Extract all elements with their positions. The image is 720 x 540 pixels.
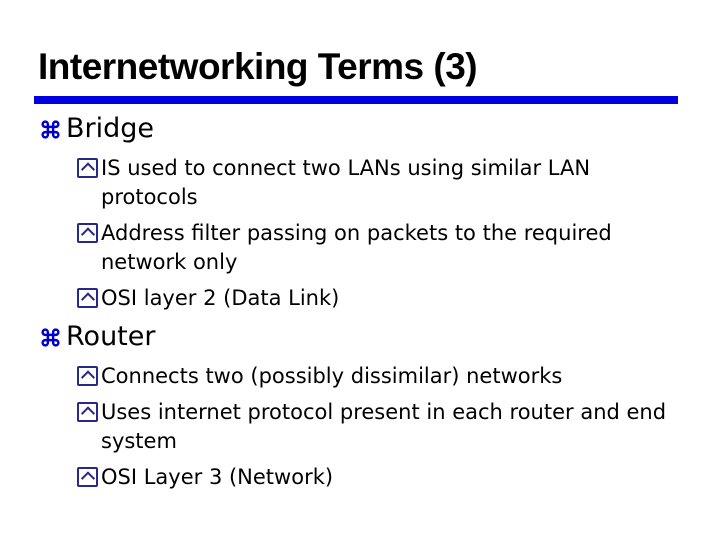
list-item: Connects two (possibly dissimilar) netwo… [0,362,720,391]
list-item-text: Address filter passing on packets to the… [101,221,612,274]
list-item: OSI layer 2 (Data Link) [0,284,720,313]
chevron-up-glyph [80,227,95,242]
section-heading-label: Bridge [66,113,155,144]
box-chevron-up-icon [77,467,98,487]
slide-title: Internetworking Terms (3) [38,46,478,87]
box-chevron-up-icon [77,223,98,243]
list-item-text: IS used to connect two LANs using simila… [101,156,591,209]
box-chevron-up-icon [77,366,98,386]
chevron-up-glyph [80,292,95,307]
list-item-text: OSI Layer 3 (Network) [101,465,334,489]
list-item: OSI Layer 3 (Network) [0,463,720,492]
title-underline-rule [34,96,678,104]
list-item: Uses internet protocol present in each r… [0,398,720,456]
command-bullet-icon [41,119,60,139]
list-item-text: Connects two (possibly dissimilar) netwo… [101,364,563,388]
bullet-heading: Router [0,320,720,354]
list-item-text: Uses internet protocol present in each r… [101,400,667,453]
bullet-heading: Bridge [0,112,720,146]
chevron-up-glyph [80,370,95,385]
box-chevron-up-icon [77,402,98,422]
section-heading-label: Router [66,321,156,352]
list-item-text: OSI layer 2 (Data Link) [101,286,340,310]
box-chevron-up-icon [77,288,98,308]
chevron-up-glyph [80,162,95,177]
list-item: IS used to connect two LANs using simila… [0,154,720,212]
command-bullet-icon [41,327,60,347]
box-chevron-up-icon [77,158,98,178]
slide-body: Bridge IS used to connect two LANs using… [0,112,720,499]
chevron-up-glyph [80,471,95,486]
list-item: Address filter passing on packets to the… [0,219,720,277]
chevron-up-glyph [80,406,95,421]
section-router: Router Connects two (possibly dissimilar… [0,320,720,492]
section-bridge: Bridge IS used to connect two LANs using… [0,112,720,313]
